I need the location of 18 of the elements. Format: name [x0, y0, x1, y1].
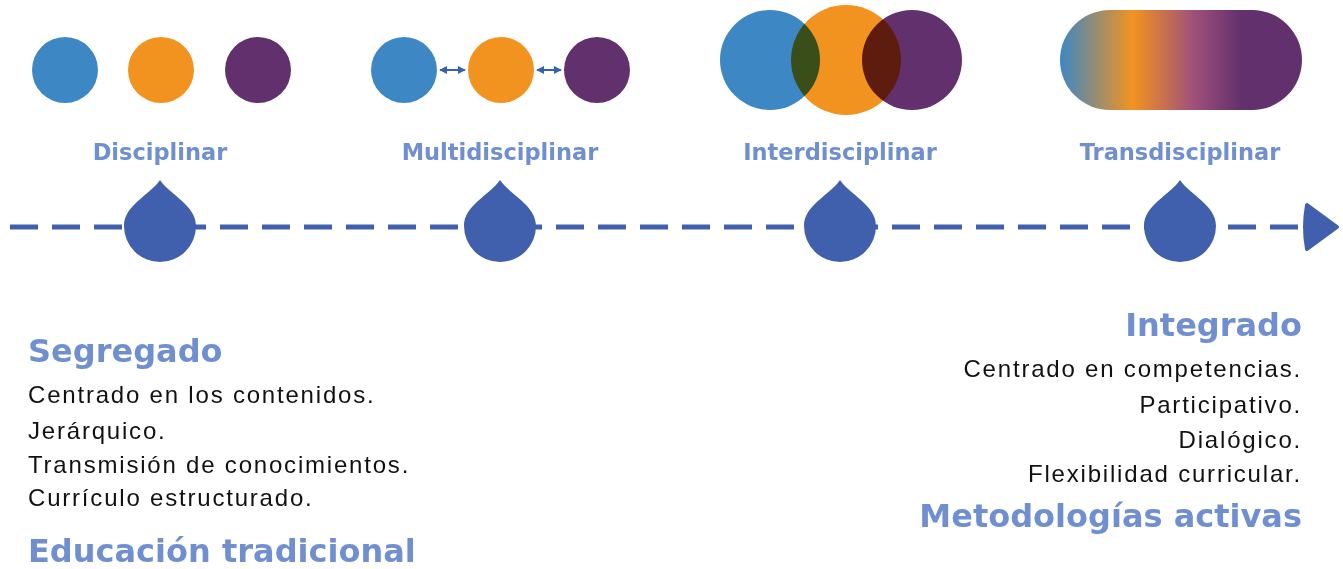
- description-line: Jerárquico.: [28, 419, 167, 443]
- stage-title: Disciplinar: [92, 141, 228, 164]
- section-heading: Integrado: [1125, 309, 1302, 341]
- stage-title: Multidisciplinar: [401, 141, 599, 164]
- double-arrow: [439, 66, 466, 74]
- description-line: Currículo estructurado.: [28, 486, 314, 510]
- stage-title: Transdisciplinar: [1079, 141, 1281, 164]
- section-heading: Metodologías activas: [919, 500, 1302, 532]
- description-line: Dialógico.: [1178, 428, 1302, 452]
- section-heading: Segregado: [28, 335, 223, 367]
- description-line: Flexibilidad curricular.: [1028, 462, 1302, 486]
- stage-title: Interdisciplinar: [743, 141, 937, 164]
- description-line: Transmisión de conocimientos.: [28, 453, 411, 477]
- description-line: Centrado en competencias.: [963, 357, 1302, 381]
- section-heading: Educación tradicional: [28, 535, 416, 567]
- double-arrow: [536, 66, 562, 74]
- description-line: Centrado en los contenidos.: [28, 383, 376, 407]
- description-line: Participativo.: [1139, 393, 1302, 417]
